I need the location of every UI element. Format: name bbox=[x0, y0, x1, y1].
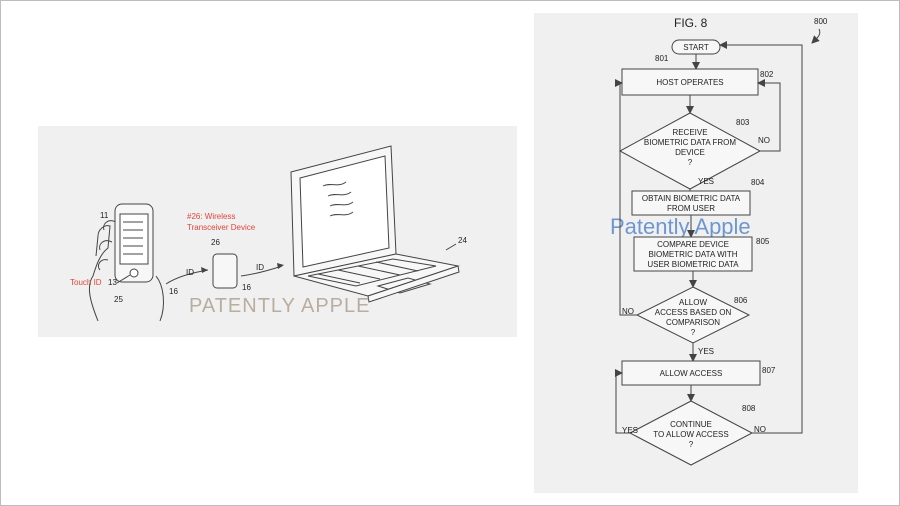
patent-illustration: 11 Touch ID 13 25 ID 16 #26: Wireless Tr… bbox=[70, 145, 467, 322]
flowchart: FIG. 8 800 START 801 HOST OPERATES 802 R… bbox=[610, 16, 828, 466]
figure-ref: 800 bbox=[814, 17, 828, 26]
keyboard-row-1 bbox=[317, 273, 361, 284]
decision-803-line-3: DEVICE bbox=[675, 148, 705, 157]
ref-803: 803 bbox=[736, 118, 750, 127]
ref-808: 808 bbox=[742, 404, 756, 413]
decision-806-line-4: ? bbox=[691, 328, 696, 337]
laptop-screen bbox=[299, 155, 390, 268]
step-804-line-2: FROM USER bbox=[667, 204, 715, 213]
label-808-no: NO bbox=[754, 425, 766, 434]
keyboard-row-4 bbox=[375, 261, 419, 272]
loop-806-no bbox=[615, 79, 637, 316]
signal-label-2: ID bbox=[256, 263, 264, 272]
hand-outline bbox=[88, 225, 111, 322]
screen-wave-3 bbox=[329, 201, 354, 207]
laptop-leader bbox=[445, 243, 457, 251]
figure-ref-arrow bbox=[811, 28, 821, 44]
patent-illustration-panel: 11 Touch ID 13 25 ID 16 #26: Wireless Tr… bbox=[38, 126, 517, 337]
figure-title: FIG. 8 bbox=[674, 16, 708, 30]
step-805-box bbox=[633, 236, 753, 272]
ref-laptop: 24 bbox=[458, 236, 467, 245]
label-803-yes: YES bbox=[698, 177, 714, 186]
touch-id-sensor-icon bbox=[129, 268, 139, 278]
decision-803-line-2: BIOMETRIC DATA FROM bbox=[644, 138, 736, 147]
loop-808-no bbox=[719, 41, 803, 434]
callout-line-1: #26: Wireless bbox=[187, 212, 235, 221]
ref-link-1: 16 bbox=[169, 287, 178, 296]
loop-808-yes bbox=[615, 369, 630, 434]
decision-808-line-1: CONTINUE bbox=[670, 420, 712, 429]
laptop-edge bbox=[367, 265, 460, 303]
watermark-patently-apple-blue: Patently Apple bbox=[610, 214, 751, 239]
ref-806: 806 bbox=[734, 296, 748, 305]
ref-804: 804 bbox=[751, 178, 765, 187]
screen-wave-4 bbox=[329, 211, 354, 217]
arrowhead-1 bbox=[201, 267, 208, 273]
ref-phone: 11 bbox=[100, 211, 109, 220]
screen-wave-2 bbox=[327, 191, 352, 197]
thumb-outline bbox=[155, 275, 164, 322]
decision-808-line-2: TO ALLOW ACCESS bbox=[653, 430, 728, 439]
start-label: START bbox=[683, 43, 709, 52]
step-807-text: ALLOW ACCESS bbox=[660, 369, 723, 378]
ref-hand: 25 bbox=[114, 295, 123, 304]
loop-803-no bbox=[757, 79, 781, 152]
ref-touch-sensor: 13 bbox=[108, 278, 117, 287]
decision-803-line-4: ? bbox=[688, 158, 693, 167]
touch-id-label: Touch ID bbox=[70, 278, 102, 287]
label-808-yes: YES bbox=[622, 426, 638, 435]
screen-wave-1 bbox=[322, 181, 347, 187]
flowchart-panel: FIG. 8 800 START 801 HOST OPERATES 802 R… bbox=[534, 13, 858, 493]
decision-808-line-3: ? bbox=[689, 440, 694, 449]
keyboard-row-2 bbox=[337, 269, 381, 280]
decision-803-line-1: RECEIVE bbox=[672, 128, 707, 137]
laptop-keyboard bbox=[307, 258, 437, 287]
ref-link-2: 16 bbox=[242, 283, 251, 292]
step-805-line-1: COMPARE DEVICE bbox=[657, 240, 729, 249]
label-806-no: NO bbox=[622, 307, 634, 316]
ref-807: 807 bbox=[762, 366, 776, 375]
transceiver-device bbox=[212, 253, 238, 289]
ref-805: 805 bbox=[756, 237, 770, 246]
decision-806-line-1: ALLOW bbox=[679, 298, 707, 307]
step-805-line-2: BIOMETRIC DATA WITH bbox=[648, 250, 737, 259]
step-805-line-3: USER BIOMETRIC DATA bbox=[647, 260, 739, 269]
step-802-text: HOST OPERATES bbox=[656, 78, 723, 87]
step-804-line-1: OBTAIN BIOMETRIC DATA bbox=[642, 194, 741, 203]
keyboard-row-3 bbox=[357, 265, 401, 276]
ref-device: 26 bbox=[211, 238, 220, 247]
callout-line-2: Transceiver Device bbox=[187, 223, 256, 232]
signal-label-1: ID bbox=[186, 268, 194, 277]
ref-802: 802 bbox=[760, 70, 774, 79]
label-806-yes: YES bbox=[698, 347, 714, 356]
fingers-outline bbox=[97, 220, 117, 271]
arrowhead-2 bbox=[277, 263, 284, 269]
label-803-no: NO bbox=[758, 136, 770, 145]
decision-806-line-2: ACCESS BASED ON bbox=[655, 308, 732, 317]
decision-808-diamond bbox=[628, 400, 754, 466]
touch-id-leader bbox=[116, 274, 131, 284]
watermark-patently-apple: PATENTLY APPLE bbox=[189, 295, 370, 317]
ref-801: 801 bbox=[655, 54, 669, 63]
decision-806-line-3: COMPARISON bbox=[666, 318, 720, 327]
